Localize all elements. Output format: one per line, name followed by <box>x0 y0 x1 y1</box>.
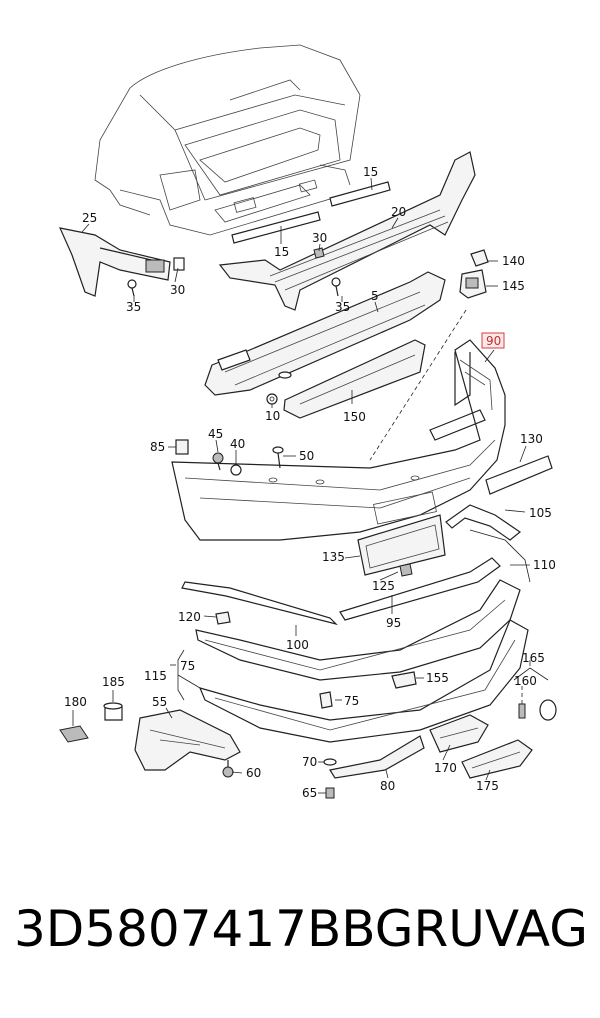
callout-labels: 15 15 20 25 30 30 35 35 140 145 5 90 10 … <box>64 165 556 800</box>
callout-15-lower: 15 <box>274 245 289 259</box>
callout-80: 80 <box>380 779 395 793</box>
moulding-105 <box>445 504 522 541</box>
callout-50: 50 <box>299 449 314 463</box>
footer: 3D5807417BBGRU VAG <box>0 900 600 980</box>
leader-lines <box>72 177 531 794</box>
plate-holder-135 <box>357 514 446 576</box>
callout-140: 140 <box>502 254 525 268</box>
tow-eye-cover-165 <box>513 667 557 721</box>
clip-75 <box>319 691 333 709</box>
callout-95: 95 <box>386 616 401 630</box>
trim-strip-130 <box>485 455 553 495</box>
guide-175 <box>461 739 533 779</box>
clip-155 <box>391 671 417 689</box>
callout-75-lower: 75 <box>344 694 359 708</box>
callout-105: 105 <box>529 506 552 520</box>
callout-155: 155 <box>426 671 449 685</box>
bracket-55 <box>134 709 241 771</box>
callout-115: 115 <box>144 669 167 683</box>
callout-100: 100 <box>286 638 309 652</box>
screw-35-left <box>127 279 137 297</box>
callout-90-highlight <box>481 332 505 349</box>
callout-5: 5 <box>371 289 379 303</box>
callout-160: 160 <box>514 674 537 688</box>
bump-stop-185 <box>103 702 123 721</box>
bumper-cover-90 <box>171 339 506 541</box>
callout-25: 25 <box>82 211 97 225</box>
callout-120: 120 <box>178 610 201 624</box>
bracket-80 <box>329 735 425 779</box>
clip-85 <box>175 439 189 455</box>
callout-150: 150 <box>343 410 366 424</box>
side-bracket-25 <box>58 227 185 297</box>
guide-170 <box>429 714 489 753</box>
callout-30-center: 30 <box>312 231 327 245</box>
spoiler-75-upper <box>195 579 521 681</box>
callout-180: 180 <box>64 695 87 709</box>
callout-15-upper: 15 <box>363 165 378 179</box>
spoiler-75-lower <box>198 619 529 743</box>
callout-30-left: 30 <box>170 283 185 297</box>
callout-110: 110 <box>533 558 556 572</box>
callout-20: 20 <box>391 205 406 219</box>
clip-120 <box>215 611 231 625</box>
strip-15-lower <box>231 211 321 244</box>
screw-35-center <box>331 277 341 297</box>
strip-15-upper <box>329 181 391 207</box>
callout-40: 40 <box>230 437 245 451</box>
nut-10 <box>266 393 278 405</box>
screw-50 <box>272 446 284 469</box>
strip-100 <box>181 581 338 626</box>
bracket-145 <box>459 269 487 299</box>
callout-70: 70 <box>302 755 317 769</box>
trim-strip-95 <box>339 557 501 621</box>
callout-175: 175 <box>476 779 499 793</box>
impact-bar-5 <box>204 271 446 396</box>
callout-10: 10 <box>265 409 280 423</box>
car-body-rear <box>94 44 361 236</box>
callout-35-left: 35 <box>126 300 141 314</box>
callout-90: 90 <box>486 334 501 348</box>
brand-label: VAG <box>484 900 588 958</box>
callout-85: 85 <box>150 440 165 454</box>
part-number: 3D5807417BBGRU <box>14 900 485 958</box>
callout-60: 60 <box>246 766 261 780</box>
bracket-140 <box>470 249 489 267</box>
callout-145: 145 <box>502 279 525 293</box>
bolt-45 <box>212 452 224 471</box>
callout-125: 125 <box>372 579 395 593</box>
clip-40 <box>230 464 242 476</box>
callout-135: 135 <box>322 550 345 564</box>
callout-65: 65 <box>302 786 317 800</box>
callout-130: 130 <box>520 432 543 446</box>
exploded-parts-diagram: 15 15 20 25 30 30 35 35 140 145 5 90 10 … <box>58 44 557 800</box>
seal-110 <box>469 529 531 583</box>
callout-185: 185 <box>102 675 125 689</box>
callout-55: 55 <box>152 695 167 709</box>
bolt-65 <box>325 787 335 799</box>
foam-strip-150 <box>283 339 426 419</box>
cap-180 <box>59 725 89 743</box>
callout-170: 170 <box>434 761 457 775</box>
callout-75-upper: 75 <box>180 659 195 673</box>
callout-35-center: 35 <box>335 300 350 314</box>
clip-125 <box>399 563 413 577</box>
callout-45: 45 <box>208 427 223 441</box>
bumper-reinforcement-20 <box>218 151 476 311</box>
callout-165: 165 <box>522 651 545 665</box>
washer-70 <box>323 758 337 766</box>
bolt-60 <box>222 760 234 778</box>
